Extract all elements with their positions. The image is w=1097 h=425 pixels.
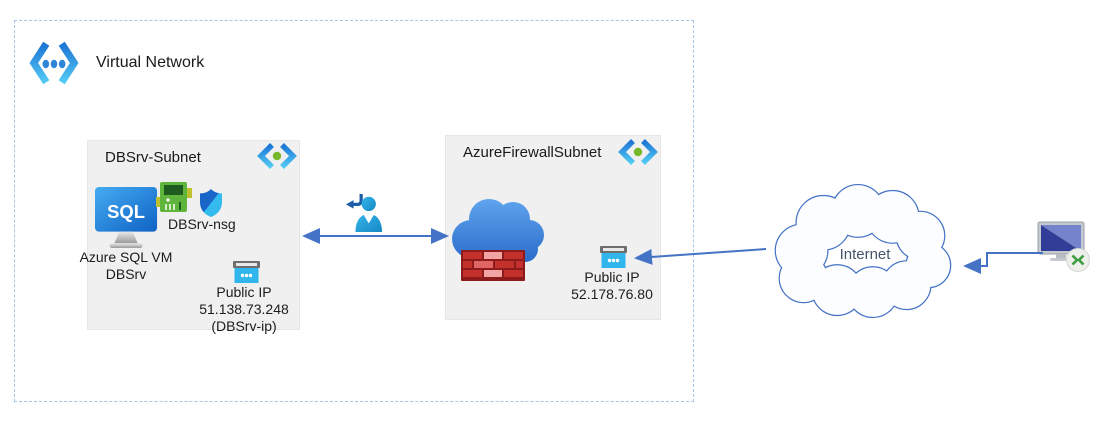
- azure-firewall-subnet-title: AzureFirewallSubnet: [463, 144, 602, 161]
- db-public-ip-address: 51.138.73.248: [199, 301, 289, 317]
- virtual-network-label: Virtual Network: [96, 54, 205, 71]
- client-computer-rdp-icon: [1037, 221, 1090, 272]
- fw-public-ip-labels: Public IP 52.178.76.80: [552, 269, 672, 303]
- sql-vm-label-line2: DBSrv: [105, 266, 147, 282]
- internet-label: Internet: [839, 246, 891, 263]
- dbsrv-subnet-title: DBSrv-Subnet: [105, 149, 201, 166]
- sql-logo-text: SQL: [107, 201, 145, 222]
- subnet-icon: [257, 142, 297, 170]
- subnet-icon: [618, 138, 658, 166]
- virtual-network-header: Virtual Network: [28, 38, 204, 88]
- azure-sql-vm-icon: SQL: [95, 186, 158, 249]
- sql-vm-label: Azure SQL VM DBSrv: [76, 249, 176, 283]
- fw-public-ip-title: Public IP: [584, 269, 640, 285]
- nsg-label: DBSrv-nsg: [168, 216, 236, 232]
- public-ip-icon: [600, 246, 627, 269]
- remote-user-icon: [345, 193, 383, 232]
- nsg-shield-icon: [200, 189, 222, 217]
- network-interface-card-icon: [156, 182, 192, 212]
- sql-vm-label-line1: Azure SQL VM: [79, 249, 173, 265]
- public-ip-icon: [233, 261, 260, 284]
- db-public-ip-labels: Public IP 51.138.73.248 (DBSrv-ip): [178, 284, 310, 335]
- virtual-network-boundary: [14, 20, 694, 402]
- arrow-client-to-internet: [963, 252, 1043, 274]
- db-public-ip-title: Public IP: [216, 284, 272, 300]
- azure-firewall-icon: [452, 199, 544, 281]
- fw-public-ip-address: 52.178.76.80: [571, 286, 653, 302]
- virtual-network-icon: [29, 41, 79, 85]
- internet-cloud: [774, 183, 952, 319]
- db-public-ip-alias: (DBSrv-ip): [211, 318, 277, 334]
